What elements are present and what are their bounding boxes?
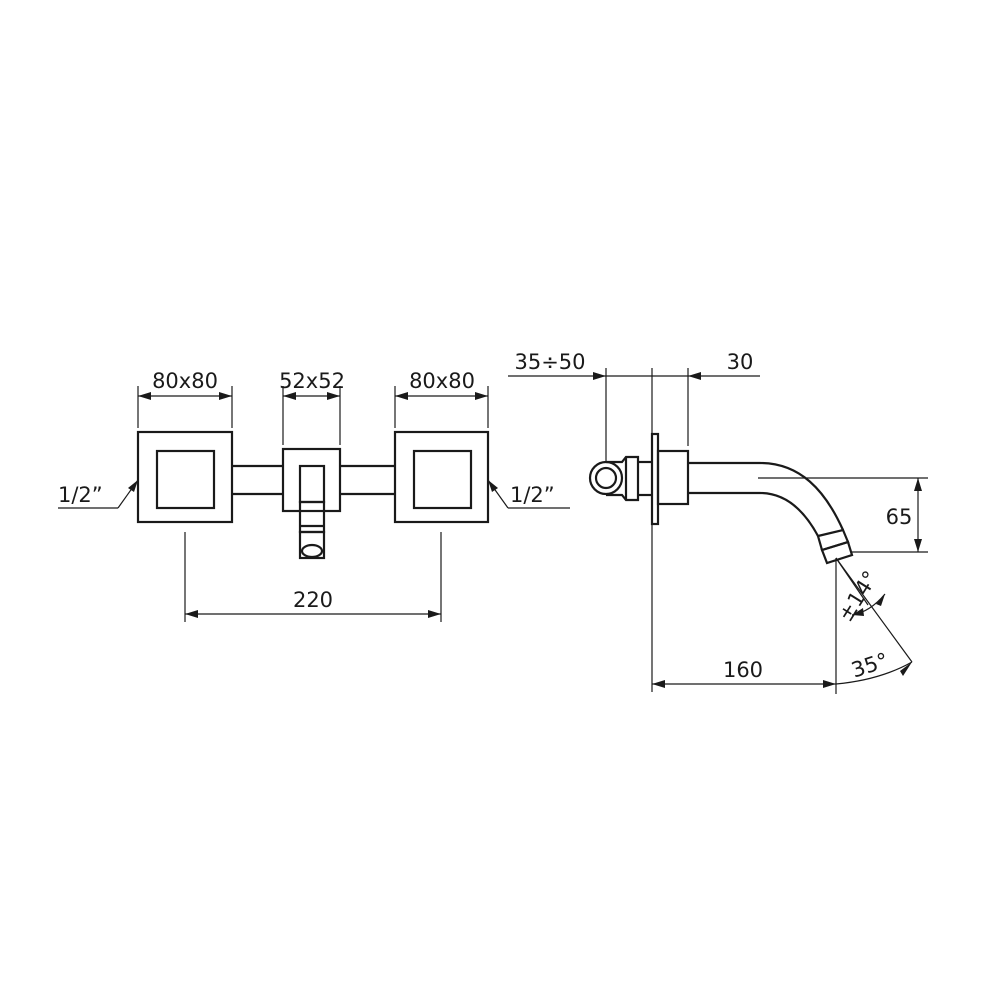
spout-size-label: 52x52 — [279, 369, 345, 393]
right-handle-size-label: 80x80 — [409, 369, 475, 393]
front-view: 80x80 52x52 80x80 1/2” — [58, 369, 570, 622]
spout-projection-label: 160 — [723, 658, 763, 682]
left-thread-label: 1/2” — [58, 483, 103, 507]
dimension-drop: 65 — [790, 477, 928, 553]
dimension-spout: 52x52 — [279, 369, 345, 445]
right-handle — [393, 430, 490, 524]
dimension-projection: 160 — [651, 524, 836, 692]
left-thread-callout: 1/2” — [58, 479, 139, 509]
left-handle — [136, 430, 234, 524]
wall-depth-label: 35÷50 — [514, 350, 585, 374]
plate-depth-label: 30 — [727, 350, 754, 374]
dimension-center-distance: 220 — [184, 532, 442, 622]
side-view: 35÷50 30 65 ±14° 35° — [508, 350, 928, 694]
dimension-left-handle: 80x80 — [137, 369, 233, 428]
front-spout — [281, 447, 342, 560]
connecting-bar — [232, 464, 395, 496]
side-body — [588, 455, 640, 502]
angle-construction: ±14° 35° — [833, 557, 913, 694]
right-thread-label: 1/2” — [510, 483, 555, 507]
wall-plate — [638, 432, 690, 526]
dimension-depth: 35÷50 30 — [508, 350, 760, 462]
outlet-angle-label: 35° — [848, 648, 891, 682]
right-thread-callout: 1/2” — [487, 479, 570, 509]
spout-drop-label: 65 — [886, 505, 913, 529]
swivel-angle-label: ±14° — [833, 567, 882, 626]
left-handle-size-label: 80x80 — [152, 369, 218, 393]
dimension-right-handle: 80x80 — [394, 369, 489, 428]
center-distance-label: 220 — [293, 588, 333, 612]
